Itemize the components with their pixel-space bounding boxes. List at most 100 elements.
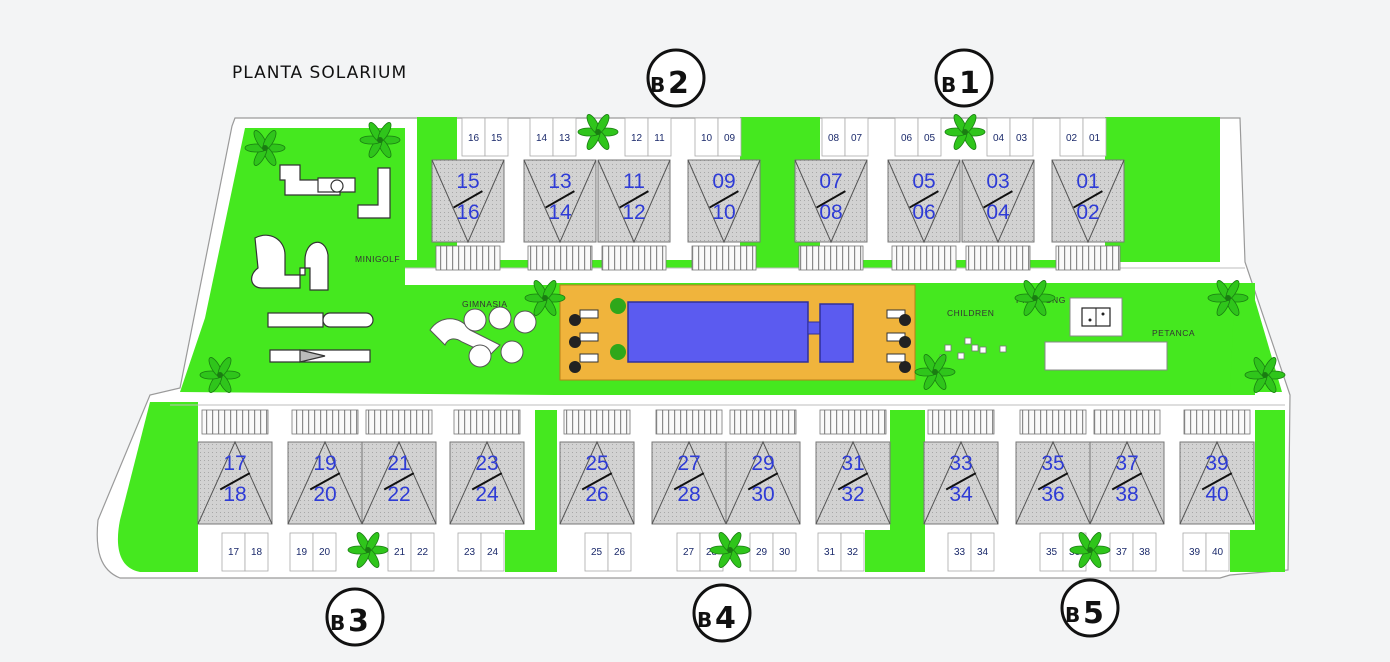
pool-area: [559, 284, 916, 381]
storage-cell-14: 14: [529, 117, 554, 157]
storage-cell-30: 30: [772, 532, 797, 572]
plan-title: PLANTA SOLARIUM: [232, 63, 407, 83]
svg-text:34: 34: [977, 547, 989, 558]
unit-number-lower: 30: [751, 483, 774, 506]
svg-text:5: 5: [1083, 596, 1104, 631]
svg-text:4: 4: [715, 601, 736, 636]
pool-connector: [807, 321, 821, 335]
unit-number-upper: 37: [1115, 452, 1138, 475]
svg-text:3: 3: [348, 604, 369, 639]
storage-cell-02: 02: [1059, 117, 1084, 157]
palm-tree-icon: [199, 357, 241, 393]
unit-number-upper: 09: [712, 170, 735, 193]
svg-text:16: 16: [468, 133, 480, 144]
block-marker-b5: B 5: [1060, 578, 1120, 638]
unit-number-lower: 12: [622, 201, 645, 224]
svg-text:22: 22: [417, 547, 429, 558]
unit-number-upper: 05: [912, 170, 935, 193]
unit-number-upper: 21: [387, 452, 410, 475]
unit-number-upper: 23: [475, 452, 498, 475]
svg-text:40: 40: [1212, 547, 1224, 558]
unit-number-upper: 07: [819, 170, 842, 193]
storage-cell-27: 27: [676, 532, 701, 572]
block-marker-b4: B 4: [692, 583, 752, 643]
pingpong-table: [1069, 297, 1123, 337]
unit-number-upper: 39: [1205, 452, 1228, 475]
swimming-pool: [627, 301, 809, 363]
svg-text:14: 14: [536, 133, 548, 144]
unit-number-lower: 28: [677, 483, 700, 506]
storage-cell-05: 05: [917, 117, 942, 157]
palm-tree-icon: [524, 280, 566, 316]
svg-text:23: 23: [464, 547, 476, 558]
pool-plants: [610, 298, 626, 360]
svg-text:B: B: [1065, 603, 1080, 627]
svg-text:05: 05: [924, 133, 936, 144]
storage-cell-21: 21: [387, 532, 412, 572]
palm-tree-icon: [709, 532, 751, 568]
unit-number-lower: 14: [548, 201, 572, 224]
storage-cell-20: 20: [312, 532, 337, 572]
unit-number-upper: 25: [585, 452, 608, 475]
petanca-label: PETANCA: [1152, 328, 1195, 338]
storage-cell-38: 38: [1132, 532, 1157, 572]
svg-text:10: 10: [701, 133, 713, 144]
unit-number-lower: 26: [585, 483, 608, 506]
palm-tree-icon: [914, 354, 956, 390]
unit-number-upper: 31: [841, 452, 864, 475]
svg-text:02: 02: [1066, 133, 1078, 144]
unit-number-upper: 15: [456, 170, 479, 193]
minigolf-course: [251, 164, 391, 363]
svg-text:09: 09: [724, 133, 736, 144]
palm-tree-icon: [1069, 532, 1111, 568]
unit-number-upper: 11: [623, 170, 645, 193]
svg-text:31: 31: [824, 547, 836, 558]
svg-text:04: 04: [993, 133, 1005, 144]
svg-text:37: 37: [1116, 547, 1128, 558]
unit-number-lower: 08: [819, 201, 842, 224]
storage-cell-15: 15: [484, 117, 509, 157]
unit-number-upper: 35: [1041, 452, 1064, 475]
storage-cell-23: 23: [457, 532, 482, 572]
palm-tree-icon: [1014, 280, 1056, 316]
storage-cell-04: 04: [986, 117, 1011, 157]
unit-number-lower: 20: [313, 483, 336, 506]
svg-text:15: 15: [491, 133, 503, 144]
storage-cell-08: 08: [821, 117, 846, 157]
storage-cell-25: 25: [584, 532, 609, 572]
svg-text:35: 35: [1046, 547, 1058, 558]
splash-pool: [819, 303, 854, 363]
unit-number-lower: 22: [387, 483, 410, 506]
unit-number-upper: 27: [677, 452, 700, 475]
gym-equipment: [429, 306, 537, 368]
storage-cell-09: 09: [717, 117, 742, 157]
block-marker-b2: B 2: [646, 48, 706, 108]
palm-tree-icon: [347, 532, 389, 568]
gimnasia-label: GIMNASIA: [462, 299, 508, 309]
svg-text:12: 12: [631, 133, 643, 144]
svg-text:20: 20: [319, 547, 331, 558]
svg-text:24: 24: [487, 547, 499, 558]
unit-number-lower: 16: [456, 201, 479, 224]
storage-cell-17: 17: [221, 532, 246, 572]
unit-number-lower: 10: [712, 201, 735, 224]
storage-cell-29: 29: [749, 532, 774, 572]
svg-text:18: 18: [251, 547, 263, 558]
svg-text:19: 19: [296, 547, 308, 558]
storage-cell-13: 13: [552, 117, 577, 157]
svg-text:26: 26: [614, 547, 626, 558]
unit-number-upper: 17: [223, 452, 246, 475]
unit-number-lower: 06: [912, 201, 935, 224]
svg-text:B: B: [650, 73, 665, 97]
palm-tree-icon: [244, 130, 286, 166]
